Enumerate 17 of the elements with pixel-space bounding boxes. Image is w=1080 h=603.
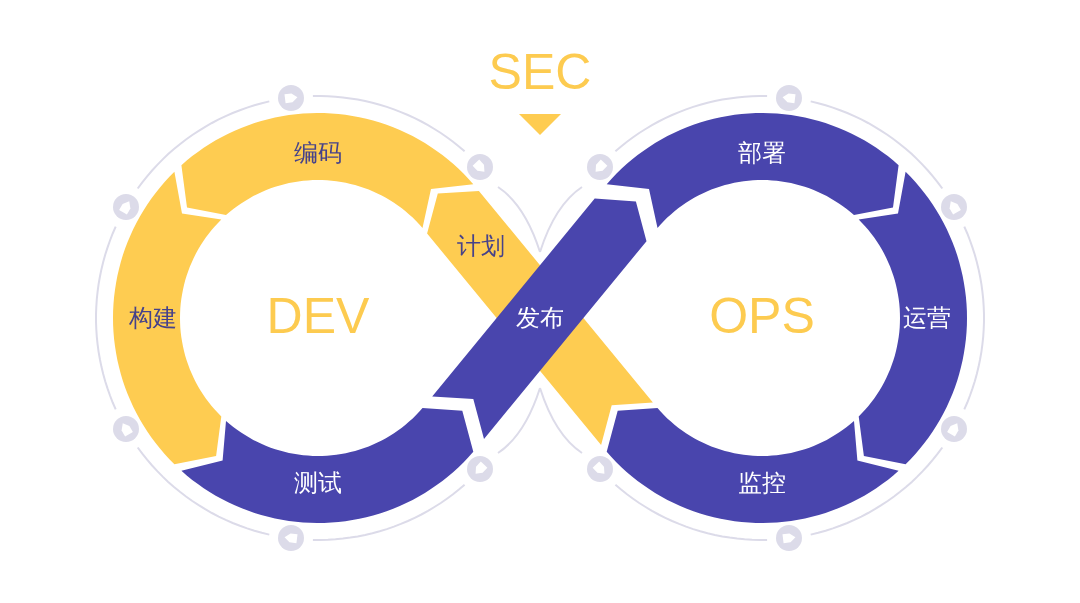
arrow-segment [858, 171, 967, 465]
arrow-segment [181, 408, 474, 523]
stage-label: 发布 [516, 304, 564, 332]
stage-label: 构建 [129, 304, 177, 332]
arrow-segment [113, 171, 222, 465]
section-label: SEC [488, 47, 592, 97]
stage-label: 计划 [456, 232, 505, 260]
section-label: OPS [709, 291, 815, 341]
stage-label: 测试 [294, 469, 342, 497]
stage-label: 编码 [294, 139, 342, 167]
arrow-segment [181, 113, 474, 228]
arrow-segment [606, 113, 899, 228]
section-label: DEV [266, 291, 370, 341]
stage-label: 监控 [738, 469, 786, 497]
stage-label: 部署 [738, 139, 786, 167]
stage-label: 运营 [903, 304, 951, 332]
arrow-segment [606, 408, 899, 523]
